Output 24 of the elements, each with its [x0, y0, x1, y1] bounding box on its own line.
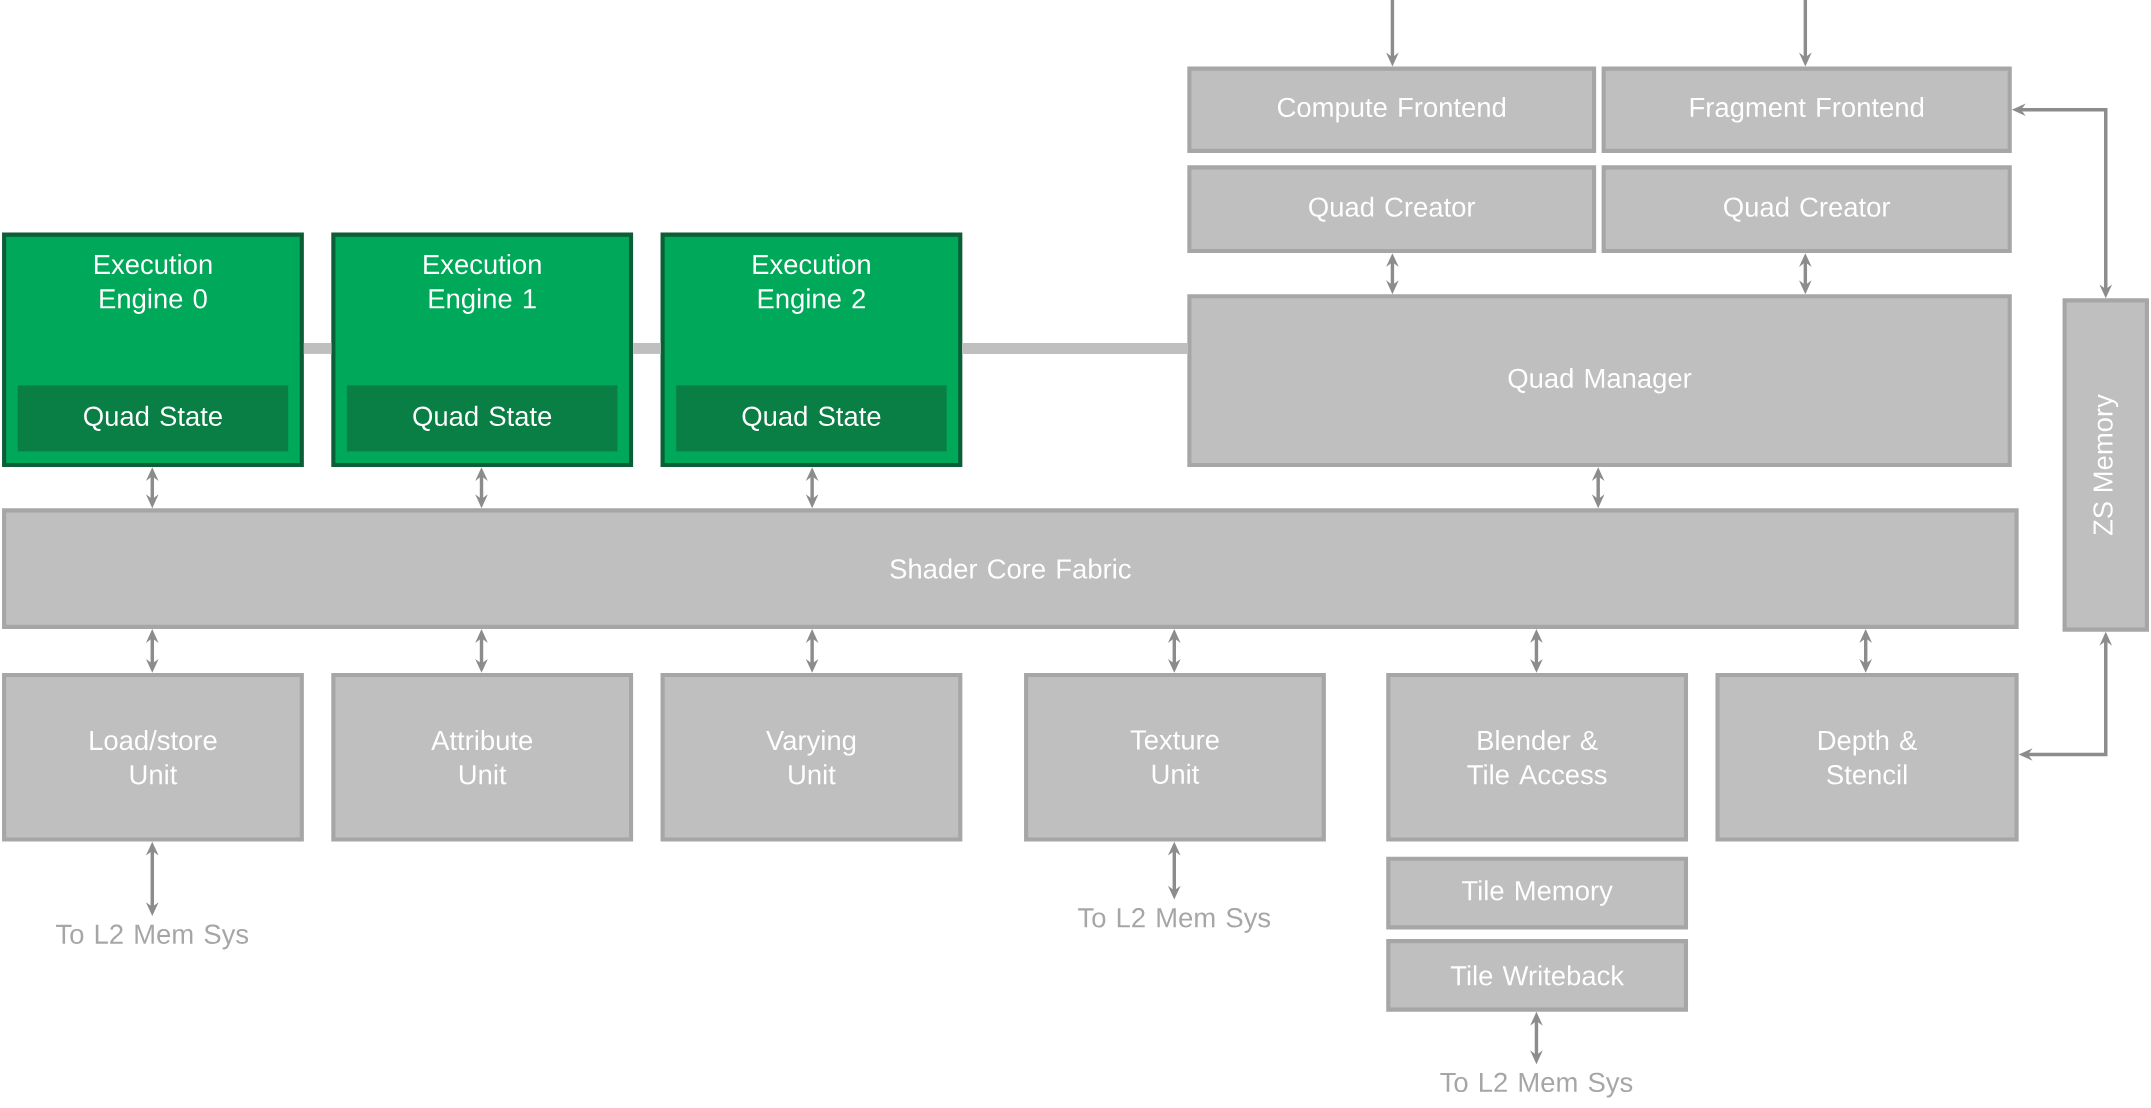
unit-box: Compute Frontend	[1187, 66, 1597, 153]
state-box: Quad State	[347, 385, 618, 452]
unit-box: Varying Unit	[660, 672, 963, 842]
unit-box: Attribute Unit	[331, 672, 634, 842]
connector-bar	[962, 342, 1188, 354]
state-box: Quad State	[17, 385, 289, 452]
unit-box: Blender & Tile Access	[1386, 672, 1689, 842]
unit-box: Quad Manager	[1187, 294, 2012, 467]
unit-box: Depth & Stencil	[1715, 672, 2019, 842]
unit-box: Tile Memory	[1386, 856, 1689, 930]
destination-label: To L2 Mem Sys	[56, 924, 249, 950]
connector-bar	[633, 342, 661, 354]
connector-bar	[303, 342, 332, 354]
memory-box: ZS Memory	[2062, 298, 2149, 632]
unit-box: Load/store Unit	[2, 672, 304, 842]
unit-box: Fragment Frontend	[1601, 66, 2012, 153]
unit-box: Tile Writeback	[1386, 938, 1689, 1012]
state-box: Quad State	[676, 385, 947, 452]
destination-label: To L2 Mem Sys	[1078, 907, 1271, 933]
unit-box: Texture Unit	[1024, 672, 1326, 842]
destination-label: To L2 Mem Sys	[1440, 1072, 1633, 1098]
unit-box: Quad Creator	[1187, 165, 1597, 253]
unit-box: Shader Core Fabric	[2, 508, 2019, 629]
unit-box: Quad Creator	[1601, 165, 2012, 253]
